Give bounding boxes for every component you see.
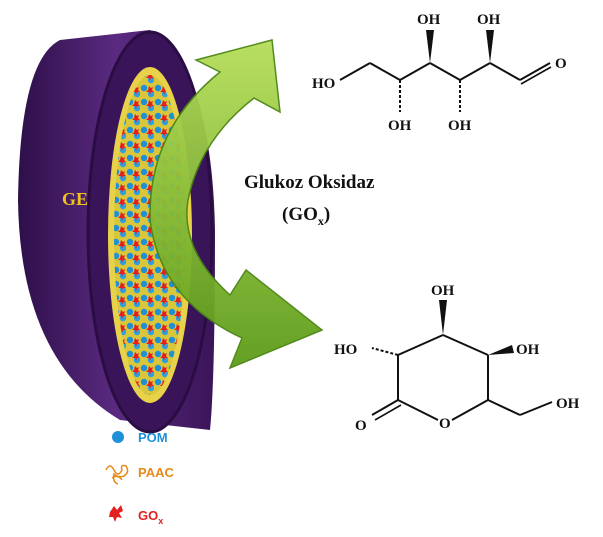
lactone-ho-left: HO xyxy=(334,342,357,358)
enzyme-label: Glukoz Oksidaz (GOx) xyxy=(244,172,375,228)
electrode-label: GE xyxy=(62,189,88,209)
legend: POM PAAC GOx xyxy=(105,430,174,526)
glucose-structure: OH OH HO OH OH O xyxy=(312,12,567,134)
enzyme-name: Glukoz Oksidaz xyxy=(244,172,375,193)
glucose-oh-4: OH xyxy=(388,118,412,134)
reaction-arrow xyxy=(149,39,324,370)
lactone-oh-top: OH xyxy=(431,283,455,299)
legend-paac: PAAC xyxy=(138,465,174,480)
legend-pom: POM xyxy=(138,430,168,445)
lactone-oh-ch2: OH xyxy=(556,396,580,412)
enzyme-abbr: (GOx) xyxy=(282,204,330,228)
gluconolactone-structure: OH HO OH OH O O xyxy=(334,283,580,434)
blue-dot-icon xyxy=(112,431,124,443)
glucose-aldehyde-o: O xyxy=(555,56,567,72)
arrow-shape xyxy=(149,39,324,370)
polymer-coil-icon xyxy=(105,464,129,485)
glucose-oh-5: OH xyxy=(448,118,472,134)
lactone-oh-right: OH xyxy=(516,342,540,358)
enzyme-red-icon xyxy=(109,505,123,522)
legend-gox: GOx xyxy=(138,508,163,526)
lactone-ring-o: O xyxy=(439,416,451,432)
glucose-ho-3: HO xyxy=(312,76,335,92)
glucose-oh-1: OH xyxy=(417,12,441,28)
glucose-oh-2: OH xyxy=(477,12,501,28)
lactone-carbonyl-o: O xyxy=(355,418,367,434)
